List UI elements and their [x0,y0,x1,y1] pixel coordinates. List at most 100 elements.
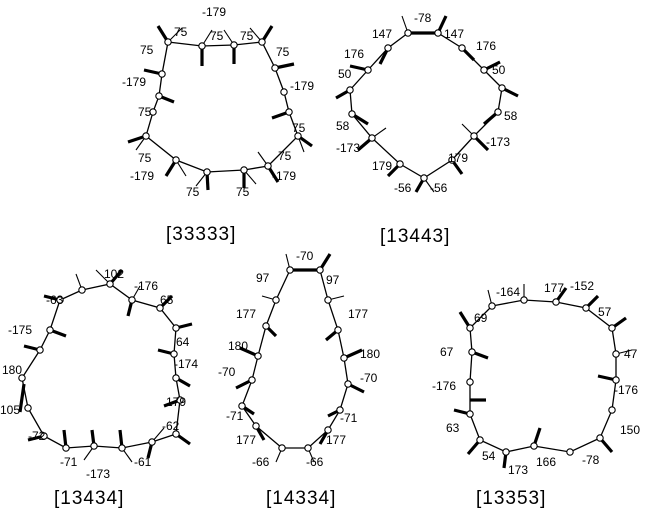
carbon-atoms [142,38,302,176]
carbon-atoms [346,29,506,182]
torsion-angle-labels: 177 -152 57 47 -176 150 -78 166 173 54 6… [432,279,640,477]
angle-label: 67 [440,345,454,359]
angle-label: 177 [544,281,564,295]
angle-label: 75 [278,149,292,163]
ring-skeleton [21,283,181,449]
angle-label: 75 [138,105,152,119]
angle-label: 75 [276,45,290,59]
ring-skeleton [145,41,299,173]
molecule-13443: -78 147 176 50 58 -173 179 -56 -56 179 -… [335,11,519,247]
angle-label: -175 [8,323,32,337]
angle-label: 179 [448,151,468,165]
molecule-caption: [13434] [54,488,124,509]
angle-label: 63 [446,421,460,435]
angle-label: 58 [504,109,518,123]
angle-label: 75 [240,29,254,43]
molecule-33333: -179 75 75 75 75 -179 75 75 -179 75 75 -… [122,5,314,245]
carbon-atoms [18,280,184,452]
angle-label: 147 [444,27,464,41]
angle-label: -78 [582,453,600,467]
molecule-13353: 177 -152 57 47 -176 150 -78 166 173 54 6… [432,279,640,509]
angle-label: 105 [0,403,20,417]
angle-label: 147 [372,27,392,41]
angle-label: 64 [176,335,190,349]
ring-skeleton [469,299,617,453]
angle-label: -61 [134,455,152,469]
angle-label: -174 [174,357,198,371]
angle-label: -70 [218,365,236,379]
angle-label: 180 [228,339,248,353]
angle-label: 58 [336,119,350,133]
angle-label: -78 [414,11,432,25]
angle-label: 180 [360,347,380,361]
angle-label: 69 [474,311,488,325]
angle-label: -179 [202,5,226,19]
angle-label: 102 [104,267,124,281]
angle-label: -176 [614,383,638,397]
angle-label: 177 [236,307,256,321]
angle-label: 177 [326,433,346,447]
angle-label: 65 [160,293,174,307]
angle-label: 75 [236,185,250,199]
angle-label: 50 [338,67,352,81]
angle-label: -152 [570,279,594,293]
angle-label: -62 [162,419,180,433]
angle-label: -164 [496,285,520,299]
angle-label: 75 [174,25,188,39]
angle-label: 180 [2,363,22,377]
angle-label: -179 [122,75,146,89]
angle-label: -71 [226,409,244,423]
torsion-angle-labels: -78 147 176 50 58 -173 179 -56 -56 179 -… [336,11,518,195]
angle-label: -71 [340,411,358,425]
angle-label: 97 [326,273,340,287]
molecule-14334: -70 97 177 180 -70 -71 177 -66 -66 177 -… [218,249,380,509]
angle-label: 75 [210,29,224,43]
angle-label: -56 [394,181,412,195]
angle-label: 75 [140,43,154,57]
molecule-caption: [13353] [476,488,546,509]
angle-label: 50 [492,63,506,77]
angle-label: 150 [620,423,640,437]
ring-skeleton [349,32,503,179]
angle-label: 97 [256,271,270,285]
angle-label: 75 [138,151,152,165]
molecule-caption: [33333] [166,224,236,245]
angle-label: -56 [430,181,448,195]
angle-label: -179 [130,169,154,183]
angle-label: -71 [60,455,78,469]
angle-label: -176 [134,279,158,293]
angle-label: 176 [476,39,496,53]
angle-label: -179 [290,79,314,93]
torsion-angle-labels: -70 97 177 180 -70 -71 177 -66 -66 177 -… [218,249,380,469]
angle-label: -70 [360,371,378,385]
angle-label: 57 [598,305,612,319]
angle-label: -179 [272,169,296,183]
angle-label: -176 [432,379,456,393]
angle-label: 54 [482,449,496,463]
molecule-caption: [14334] [266,488,336,509]
angle-label: -72 [28,429,46,443]
angle-label: -63 [46,293,64,307]
angle-label: 47 [624,347,638,361]
torsion-angle-labels: -179 75 75 75 75 -179 75 75 -179 75 75 -… [122,5,314,199]
angle-label: -70 [296,249,314,263]
angle-label: -66 [252,455,270,469]
angle-label: 166 [536,455,556,469]
angle-label: 179 [372,159,392,173]
angle-label: -173 [86,467,110,481]
angle-label: -173 [336,141,360,155]
carbon-atoms [466,296,620,456]
angle-label: 179 [166,395,186,409]
angle-label: 173 [508,463,528,477]
carbon-atoms [238,266,352,452]
torsion-angle-labels: 102 -176 65 64 -174 179 -62 -61 -173 -71… [0,267,198,481]
molecule-caption: [13443] [380,226,450,247]
molecule-13434: 102 -176 65 64 -174 179 -62 -61 -173 -71… [0,267,198,509]
angle-label: 177 [236,433,256,447]
angle-label: -173 [486,135,510,149]
angle-label: 177 [348,307,368,321]
angle-label: -66 [306,455,324,469]
angle-label: 75 [292,121,306,135]
angle-label: 75 [186,185,200,199]
